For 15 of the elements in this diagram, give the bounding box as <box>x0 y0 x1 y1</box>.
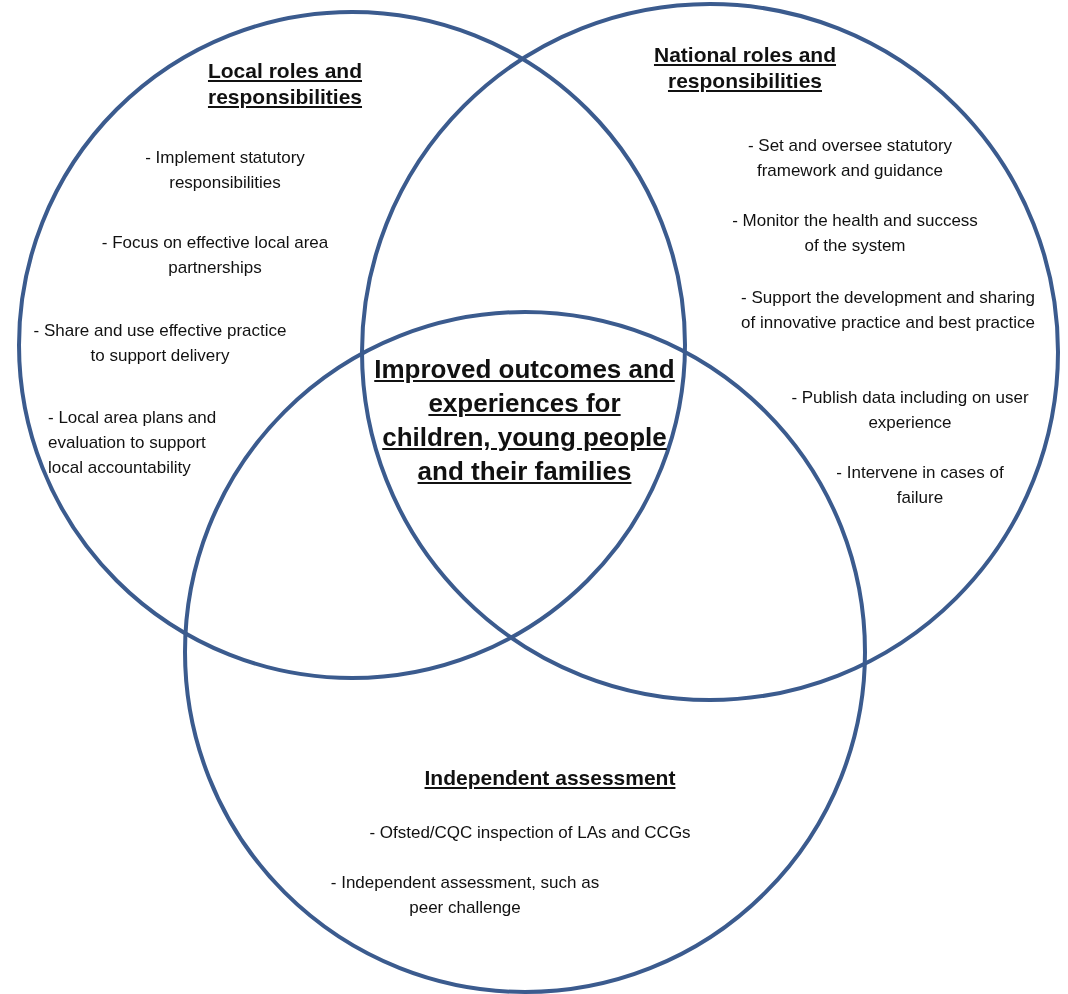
bullet-text: - Support the development and sharing of innovative practice and best practice <box>740 287 1035 334</box>
centre-heading: Improved outcomes and experiences for children, young people and their families <box>373 353 676 488</box>
bullet-text: - Local area plans and evaluation to support local accountability <box>48 407 218 479</box>
section-heading: Local roles and responsibilities <box>206 58 363 110</box>
section-heading: Independent assessment <box>423 765 677 791</box>
bullet-text: - Implement statutory responsibilities <box>144 147 306 194</box>
bullet-text: - Set and oversee statutory framework and guidance <box>746 135 954 182</box>
section-heading: National roles and responsibilities <box>652 42 837 94</box>
bullet-text: - Share and use effective practice to support delivery <box>32 320 288 367</box>
bullet-text: - Monitor the health and success of the system <box>731 210 979 257</box>
bullet-text: - Focus on effective local area partnerships <box>100 232 330 279</box>
bullet-text: - Ofsted/CQC inspection of LAs and CCGs <box>368 822 692 844</box>
bullet-text: - Publish data including on user experience <box>790 387 1030 434</box>
bullet-text: - Independent assessment, such as peer challenge <box>330 872 600 919</box>
bullet-text: - Intervene in cases of failure <box>835 462 1005 509</box>
